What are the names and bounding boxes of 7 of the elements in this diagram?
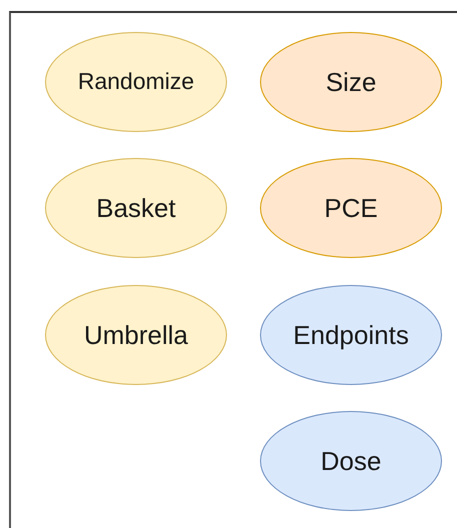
node-label: Endpoints	[293, 320, 409, 350]
node-label: PCE	[324, 194, 378, 222]
node-label: Randomize	[78, 69, 194, 95]
node-label: Basket	[96, 194, 176, 222]
node-label: Size	[326, 68, 376, 96]
node-label: Umbrella	[84, 320, 188, 350]
node-label: Dose	[320, 446, 382, 476]
